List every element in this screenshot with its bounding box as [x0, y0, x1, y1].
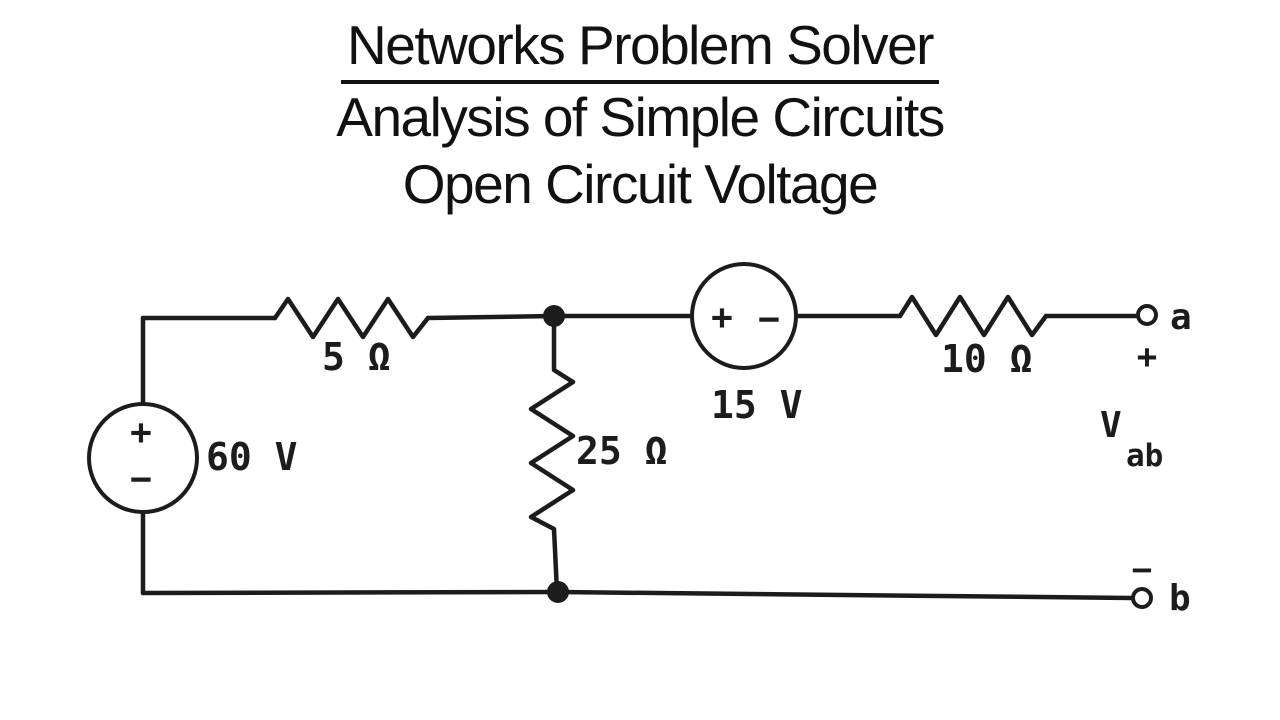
resistor-25ohm-label: 25 Ω: [576, 429, 668, 473]
resistor-5ohm-symbol: [272, 296, 431, 340]
terminal-b-polarity: −: [1132, 550, 1152, 590]
vab-subscript: ab: [1126, 438, 1163, 474]
voltage-source-60v-minus: −: [130, 459, 152, 500]
resistor-25ohm-symbol: [528, 313, 576, 595]
voltage-source-15v-circle: [690, 262, 798, 370]
terminal-b-label: b: [1169, 578, 1191, 619]
terminal-a-circle: [1136, 304, 1158, 326]
voltage-source-15v-plus: +: [711, 297, 733, 338]
voltage-source-15v-label: 15 V: [711, 383, 803, 427]
title-row-1: Networks Problem Solver: [0, 12, 1280, 84]
voltage-source-60v-plus: +: [130, 412, 152, 453]
terminal-a-polarity: +: [1137, 337, 1157, 377]
node-dot-bottom: [547, 581, 569, 603]
resistor-10ohm-symbol: [897, 294, 1049, 338]
voltage-source-60v-label: 60 V: [206, 435, 298, 479]
voltage-source-60v-circle: [87, 402, 199, 514]
slide-title: Networks Problem Solver Analysis of Simp…: [0, 12, 1280, 218]
title-line3: Open Circuit Voltage: [402, 153, 879, 215]
terminal-b-circle: [1131, 587, 1153, 609]
voltage-source-15v-minus: −: [758, 299, 780, 340]
open-circuit-voltage-label: V ab: [1100, 405, 1163, 474]
vab-symbol: V: [1100, 405, 1122, 446]
voltage-source-15v: + − 15 V: [690, 262, 803, 427]
terminal-a-label: a: [1170, 297, 1192, 338]
title-line2: Analysis of Simple Circuits: [336, 86, 945, 148]
title-line1: Networks Problem Solver: [341, 12, 939, 84]
wire-bottom: [140, 589, 1135, 601]
resistor-10ohm-label: 10 Ω: [941, 337, 1033, 381]
node-dot-top: [543, 305, 565, 327]
terminal-a: a +: [1136, 297, 1192, 377]
resistor-5ohm-label: 5 Ω: [322, 335, 391, 379]
terminal-b: − b: [1131, 550, 1191, 619]
voltage-source-60v: + − 60 V: [87, 402, 298, 514]
